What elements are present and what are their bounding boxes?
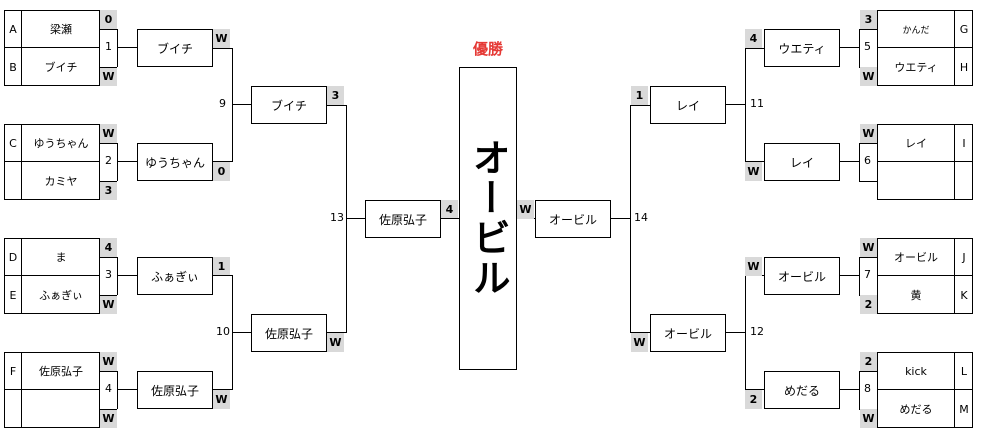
score-badge: W — [100, 409, 117, 428]
player-name: ブイチ — [44, 61, 78, 74]
match-number: 3 — [105, 268, 112, 281]
seed-label: M — [959, 402, 969, 416]
match-number: 5 — [864, 40, 871, 53]
score-badge: 3 — [860, 10, 877, 29]
score-badge: W — [327, 333, 344, 352]
semi-winner: 佐原弘子 — [365, 200, 441, 238]
player-group-f — [4, 352, 100, 428]
player-group-ab — [4, 10, 100, 86]
player-group-c — [4, 124, 100, 200]
match-winner: ふぁぎぃ — [137, 257, 213, 295]
seed-label: A — [9, 22, 17, 36]
score-badge: W — [745, 257, 762, 276]
score-badge: W — [860, 409, 877, 428]
player-group-gh — [877, 10, 973, 86]
match-number: 12 — [750, 325, 764, 338]
score-badge: W — [213, 390, 230, 409]
match-winner: ブイチ — [137, 29, 213, 67]
score-badge: 2 — [860, 295, 877, 314]
player-name: ゆうちゃん — [33, 137, 89, 150]
match-winner: ウエティ — [764, 29, 840, 67]
score-badge: 4 — [100, 238, 117, 257]
match-number: 6 — [864, 154, 871, 167]
player-group-de — [4, 238, 100, 314]
champion-name: オービル — [466, 138, 510, 298]
score-badge: W — [100, 295, 117, 314]
seed-label: L — [960, 364, 968, 378]
player-name: ふぁぎぃ — [39, 289, 83, 302]
seed-label: E — [9, 288, 17, 302]
champion-box: オービル — [459, 67, 517, 370]
match-number: 10 — [216, 325, 230, 338]
player-group-jk — [877, 238, 973, 314]
score-badge: W — [517, 200, 534, 219]
score-badge: W — [860, 67, 877, 86]
match-number: 2 — [105, 154, 112, 167]
semi-winner: オービル — [535, 200, 611, 238]
score-badge: 4 — [745, 29, 762, 48]
player-name: めだる — [899, 403, 933, 416]
score-badge: 3 — [327, 86, 344, 105]
match-winner: レイ — [650, 86, 726, 124]
score-badge: W — [745, 162, 762, 181]
match-winner: 佐原弘子 — [251, 314, 327, 352]
seed-label: D — [8, 250, 18, 264]
player-name — [22, 390, 100, 428]
score-badge: 2 — [745, 390, 762, 409]
seed-label — [4, 390, 22, 428]
match-number: 7 — [864, 268, 871, 281]
match-number: 11 — [750, 97, 764, 110]
player-name: ま — [55, 251, 67, 264]
match-winner: 佐原弘子 — [137, 371, 213, 409]
score-badge: W — [100, 67, 117, 86]
seed-label: G — [959, 22, 969, 36]
seed-label: K — [960, 288, 968, 302]
seed-label: C — [9, 136, 17, 150]
match-number: 1 — [105, 40, 112, 53]
score-badge: 4 — [441, 200, 458, 219]
seed-label: I — [962, 136, 966, 150]
seed-label: H — [959, 60, 969, 74]
score-badge: 1 — [631, 86, 648, 105]
player-group-i — [877, 124, 973, 200]
match-number: 9 — [219, 97, 226, 110]
player-name: レイ — [905, 137, 927, 150]
seed-label: F — [9, 364, 17, 378]
match-number: 4 — [105, 382, 112, 395]
match-number: 8 — [864, 382, 871, 395]
match-winner: レイ — [764, 143, 840, 181]
score-badge: W — [860, 238, 877, 257]
seed-label: B — [9, 60, 17, 74]
match-winner: ゆうちゃん — [137, 143, 213, 181]
champion-label: 優勝 — [472, 40, 503, 58]
score-badge: 2 — [860, 352, 877, 371]
score-badge: 0 — [213, 162, 230, 181]
match-winner: オービル — [764, 257, 840, 295]
player-name: カミヤ — [44, 175, 78, 188]
player-group-lm — [877, 352, 973, 428]
player-name: かんだ — [902, 25, 930, 36]
score-badge: 0 — [100, 10, 117, 29]
score-badge: W — [100, 352, 117, 371]
score-badge: W — [100, 124, 117, 143]
player-name: kick — [905, 364, 927, 378]
seed-label — [4, 162, 22, 200]
player-name: ウエティ — [894, 61, 938, 74]
player-name: オービル — [894, 251, 938, 264]
score-badge: 1 — [213, 257, 230, 276]
score-badge: W — [860, 124, 877, 143]
player-name: 梁瀬 — [50, 23, 72, 36]
match-winner: めだる — [764, 371, 840, 409]
player-name: 佐原弘子 — [39, 365, 83, 378]
score-badge: W — [631, 333, 648, 352]
match-number: 13 — [330, 211, 344, 224]
match-winner: ブイチ — [251, 86, 327, 124]
score-badge: 3 — [100, 181, 117, 200]
score-badge: W — [213, 29, 230, 48]
match-winner: オービル — [650, 314, 726, 352]
seed-label: J — [962, 250, 966, 264]
match-number: 14 — [634, 211, 648, 224]
player-name: 黄 — [910, 289, 922, 302]
